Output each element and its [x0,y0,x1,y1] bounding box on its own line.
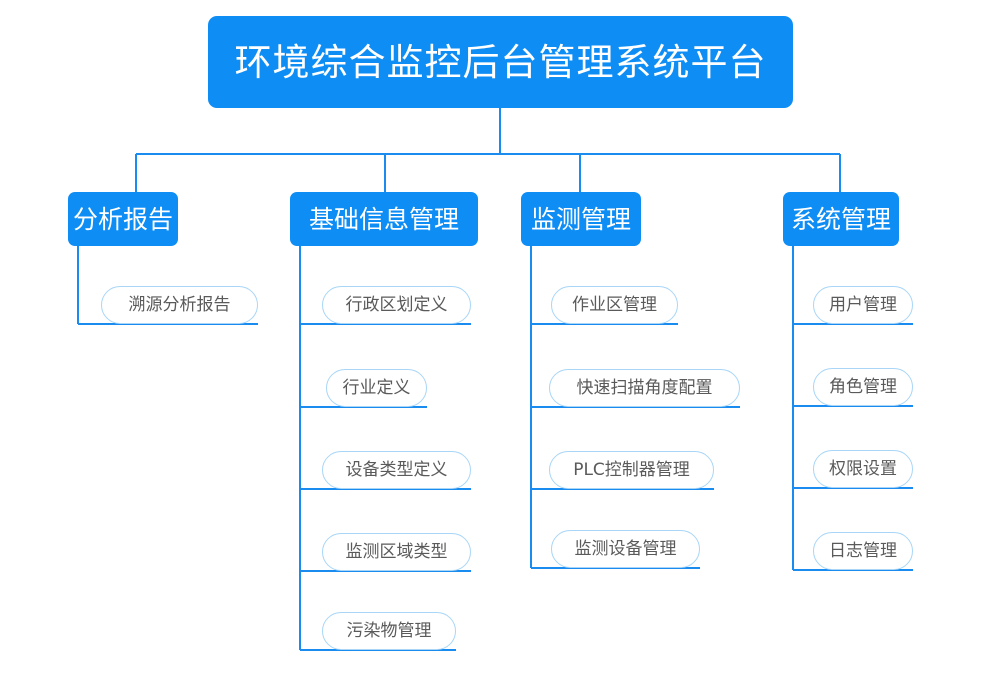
leaf-node-label: 快速扫描角度配置 [576,377,713,398]
category-node-label: 分析报告 [72,204,173,234]
leaf-node-label: 设备类型定义 [345,459,448,480]
leaf-node-label: 日志管理 [829,540,897,561]
root-node-label: 环境综合监控后台管理系统平台 [234,40,767,84]
leaf-node-label: 溯源分析报告 [128,294,231,315]
category-node-label: 系统管理 [790,204,891,234]
leaf-node-label: 污染物管理 [346,620,432,641]
category-node-monitoring[interactable]: 监测管理 [521,192,641,246]
category-node-label: 基础信息管理 [308,204,459,234]
root-node[interactable]: 环境综合监控后台管理系统平台 [208,16,793,108]
leaf-node-monitor-area-type[interactable]: 监测区域类型 [322,533,471,571]
leaf-node-trace-analysis-report[interactable]: 溯源分析报告 [101,286,258,324]
leaf-node-role-management[interactable]: 角色管理 [813,368,913,406]
leaf-node-monitor-device[interactable]: 监测设备管理 [551,530,700,568]
leaf-node-fast-scan-angle[interactable]: 快速扫描角度配置 [549,369,740,407]
category-node-analysis-report[interactable]: 分析报告 [68,192,178,246]
leaf-node-label: 行政区划定义 [345,294,448,315]
category-node-system[interactable]: 系统管理 [783,192,899,246]
leaf-node-log-management[interactable]: 日志管理 [813,532,913,570]
leaf-node-label: 用户管理 [829,294,897,315]
leaf-node-pollutant-management[interactable]: 污染物管理 [322,612,456,650]
leaf-node-label: 监测区域类型 [345,541,448,562]
leaf-node-label: 角色管理 [829,376,897,397]
category-node-label: 监测管理 [530,204,631,234]
leaf-node-work-area[interactable]: 作业区管理 [551,286,678,324]
leaf-node-device-type[interactable]: 设备类型定义 [322,451,471,489]
leaf-node-label: 行业定义 [342,377,411,398]
leaf-node-user-management[interactable]: 用户管理 [813,286,913,324]
leaf-node-admin-division[interactable]: 行政区划定义 [322,286,471,324]
leaf-node-label: 作业区管理 [572,294,657,315]
leaf-node-label: 权限设置 [829,458,897,479]
category-node-basic-info[interactable]: 基础信息管理 [290,192,478,246]
leaf-node-label: 监测设备管理 [574,538,677,559]
leaf-node-permission-settings[interactable]: 权限设置 [813,450,913,488]
leaf-node-plc-controller[interactable]: PLC控制器管理 [549,451,714,489]
leaf-node-industry-definition[interactable]: 行业定义 [326,369,427,407]
leaf-node-label: PLC控制器管理 [573,459,690,480]
